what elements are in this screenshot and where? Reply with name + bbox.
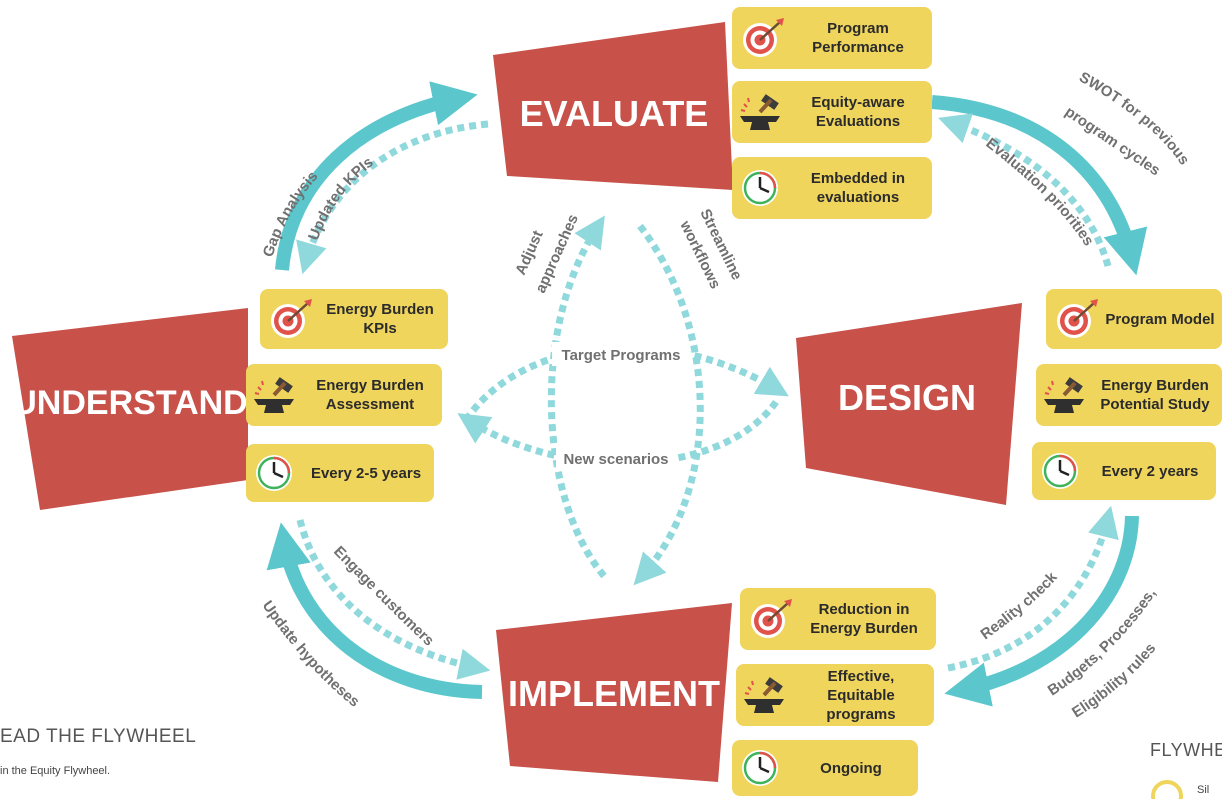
card-design-3: Every 2 years	[1032, 442, 1216, 500]
dotted-center-right	[633, 223, 704, 586]
solid-arrows	[266, 81, 1148, 707]
card-label: Ongoing	[788, 759, 918, 778]
target-icon	[1050, 297, 1102, 341]
card-label-line: Energy Burden	[1101, 377, 1209, 394]
flywheel-right-title: FLYWHE	[1150, 740, 1222, 760]
target-icon	[264, 297, 316, 341]
phase-implement: IMPLEMENT	[496, 603, 732, 782]
card-label-line: Equity-aware	[811, 94, 905, 111]
card-label-line: KPIs	[363, 320, 397, 337]
arrow-evaluate-to-design	[931, 95, 1148, 276]
card-label-line: Reduction in	[818, 601, 910, 618]
phase-design-label: DESIGN	[838, 377, 976, 418]
dotted-center-upper	[463, 343, 789, 422]
label-target-programs: Target Programs	[562, 347, 681, 364]
anvil-hammer-icon	[740, 673, 792, 717]
card-label-line: evaluations	[816, 189, 900, 206]
read-flywheel-subtitle: in the Equity Flywheel.	[0, 765, 111, 777]
label-reality-check: Reality check	[977, 568, 1061, 643]
phase-evaluate-label: EVALUATE	[520, 93, 709, 134]
card-implement-3: Ongoing	[732, 740, 918, 796]
card-label: Every 2-5 years	[302, 464, 434, 483]
label-evaluation-priorities: Evaluation priorities	[983, 135, 1097, 249]
anvil-hammer-icon	[736, 90, 788, 134]
card-label: Reduction in Energy Burden	[796, 600, 936, 638]
card-label: Program Model	[1102, 310, 1222, 329]
card-implement-1: Reduction in Energy Burden	[740, 588, 936, 650]
card-label-line: Effective, Equitable	[827, 667, 895, 704]
card-label-line: Assessment	[325, 396, 415, 413]
card-label-line: Ongoing	[820, 759, 882, 777]
clock-icon	[250, 451, 302, 495]
card-design-1: Program Model	[1046, 289, 1222, 349]
label-updated-kpis: Updated KPIs	[305, 154, 377, 243]
clock-icon	[736, 166, 788, 210]
card-label-line: Potential Study	[1100, 396, 1210, 413]
dotted-center-left	[547, 215, 607, 579]
card-understand-3: Every 2-5 years	[246, 444, 434, 502]
label-budgets-line2: Eligibility rules	[1069, 640, 1159, 721]
card-evaluate-3: Embedded in evaluations	[732, 157, 932, 219]
dotted-understand-to-implement	[296, 519, 491, 680]
phase-design: DESIGN	[796, 303, 1022, 505]
card-label-line: programs	[826, 705, 896, 723]
anvil-hammer-icon	[250, 373, 302, 417]
target-icon	[744, 597, 796, 641]
card-label-line: Program	[827, 20, 889, 37]
arrow-design-to-implement	[944, 515, 1139, 707]
phase-understand-label: UNDERSTAND	[12, 384, 247, 422]
phase-evaluate: EVALUATE	[493, 22, 733, 190]
dotted-design-to-evaluate	[938, 113, 1112, 267]
card-label: Every 2 years	[1088, 462, 1216, 481]
label-adjust-line2: approaches	[532, 212, 582, 296]
read-flywheel-title: EAD THE FLYWHEEL	[0, 726, 197, 747]
target-icon	[736, 16, 788, 60]
fragment-right-icon	[1151, 780, 1183, 799]
card-label-line: Every 2 years	[1101, 462, 1199, 480]
card-label-line: Evaluations	[815, 113, 901, 130]
dotted-implement-to-design	[947, 505, 1119, 672]
card-label-line: Program Model	[1105, 310, 1215, 328]
anvil-hammer-icon	[1040, 373, 1092, 417]
phase-implement-label: IMPLEMENT	[508, 673, 720, 714]
clock-icon	[1036, 449, 1088, 493]
card-label-line: Performance	[812, 39, 904, 56]
arrow-implement-to-understand	[266, 522, 483, 699]
label-new-scenarios: New scenarios	[563, 451, 668, 468]
card-label-line: Energy Burden	[810, 620, 918, 637]
dotted-arrows	[296, 113, 1119, 680]
card-label-line: Embedded in	[810, 170, 906, 187]
dotted-evaluate-to-understand	[296, 120, 489, 275]
flywheel-right-sub: Sil	[1197, 784, 1210, 796]
card-label-line: Energy Burden	[316, 377, 424, 394]
card-label-line: Energy Burden	[326, 301, 434, 318]
card-label-line: Every 2-5 years	[310, 464, 422, 482]
arrow-understand-to-evaluate	[275, 81, 478, 271]
card-label: Embedded in evaluations	[788, 169, 932, 207]
phase-understand: UNDERSTAND	[12, 308, 248, 510]
clock-icon	[736, 746, 788, 790]
